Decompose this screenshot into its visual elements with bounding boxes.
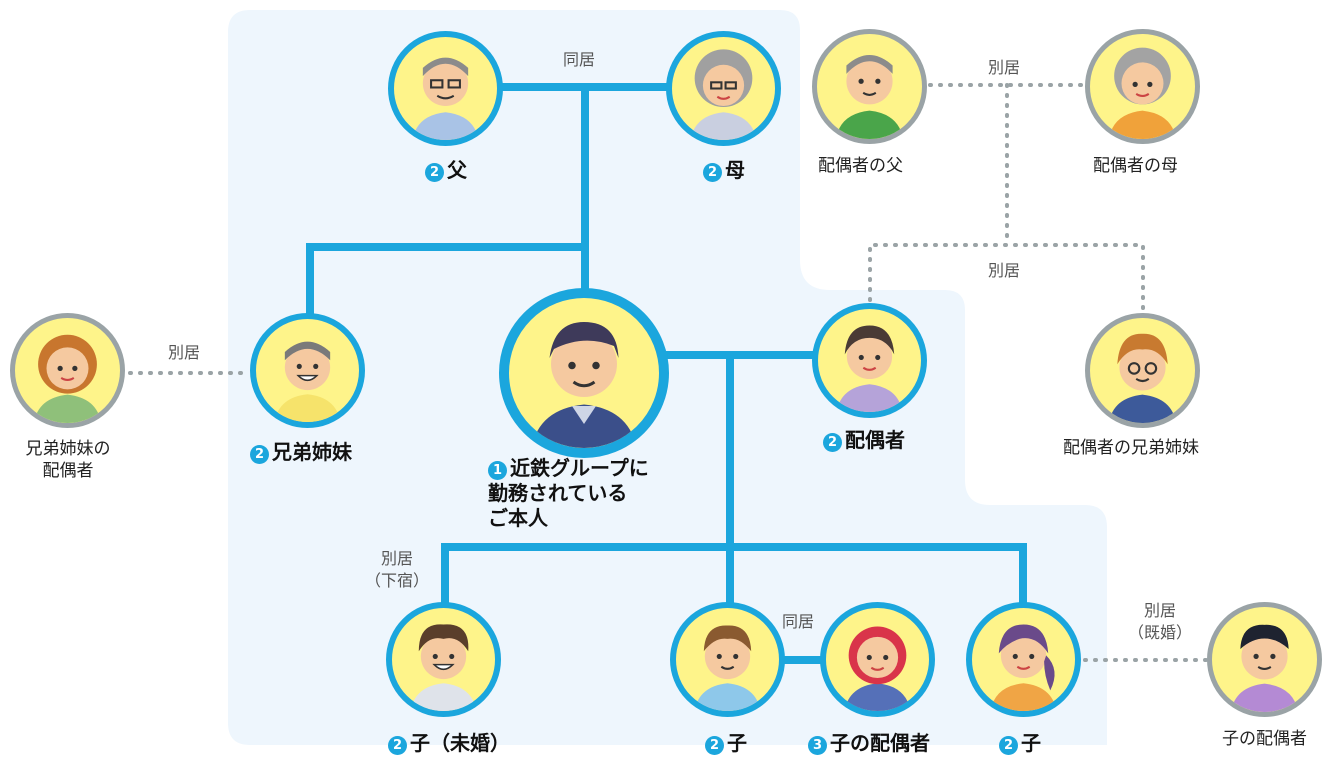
child-daughter-avatar [966,602,1081,717]
label-separate-kikon: 別居 （既婚） [1118,600,1202,644]
self-line2: 勤務されている [488,481,628,505]
badge-2: 2 [823,433,842,452]
sibling-avatar [250,313,365,428]
geshuku-text: （下宿） [364,571,429,590]
badge-3: 3 [808,736,827,755]
sibling-spouse-avatar [10,313,125,428]
mother-avatar [666,31,781,146]
father-avatar [388,31,503,146]
spouse-mother-label: 配偶者の母 [1093,156,1178,176]
label-separate-spouse-sibling: 別居 [988,261,1021,280]
child-unmarried-avatar [386,602,501,717]
label-cohabit-parents: 同居 [563,50,596,69]
sibling-spouse-line2: 配偶者 [42,461,94,481]
children-bar [441,543,1027,609]
badge-2: 2 [388,736,407,755]
sibling-spouse-label: 兄弟姉妹の 配偶者 [8,438,128,482]
spouse-sibling-avatar [1085,313,1200,428]
child-spouse-in-avatar [820,602,935,717]
spouse-father-label: 配偶者の父 [818,156,903,176]
sibling-line [306,243,589,324]
label-separate-geshuku: 別居 （下宿） [362,548,432,592]
spouse-sibling-label: 配偶者の兄弟姉妹 [1063,438,1199,458]
label-separate-spouse-parents: 別居 [988,58,1021,77]
spouse-mother-avatar [1085,29,1200,144]
badge-2: 2 [703,163,722,182]
badge-2: 2 [250,445,269,464]
spouse-sibling-dotted [868,243,1145,310]
label-cohabit-child: 同居 [782,612,815,631]
badge-2: 2 [425,163,444,182]
badge-2: 2 [705,736,724,755]
separate-text: 別居 [1143,601,1176,620]
self-avatar [499,288,669,458]
spouse-father-avatar [812,29,927,144]
spouse-avatar [812,303,927,418]
label-separate-sibling-spouse: 別居 [168,343,201,362]
separate-text: 別居 [380,549,413,568]
self-line3: ご本人 [488,506,548,530]
badge-1: 1 [488,461,507,480]
badge-2: 2 [999,736,1018,755]
child-spouse-out-label: 子の配偶者 [1222,729,1307,749]
kikon-text: （既婚） [1127,623,1192,642]
child-avatar [670,602,785,717]
child-spouse-out-avatar [1207,602,1322,717]
sibling-spouse-line1: 兄弟姉妹の [25,439,111,459]
